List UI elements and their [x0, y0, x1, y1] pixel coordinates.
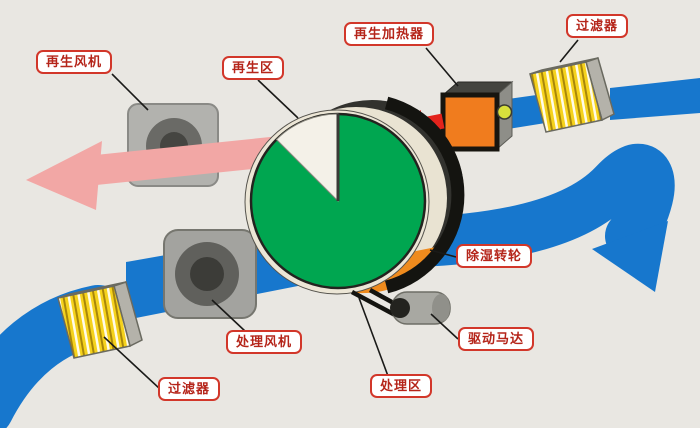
- label-processing-fan: 处理风机: [226, 330, 303, 355]
- leader-line: [425, 47, 459, 87]
- filter-top-graphic: [529, 57, 615, 133]
- leader-line: [429, 249, 457, 258]
- heater-front-face: [440, 92, 500, 152]
- supply-air-arrowhead: [592, 221, 668, 292]
- label-drive-motor: 驱动马达: [458, 327, 535, 352]
- supply-air-swoosh: [393, 143, 675, 292]
- motor-pulley: [390, 298, 410, 318]
- leader-line: [358, 297, 389, 377]
- label-filter-top: 过滤器: [566, 14, 629, 39]
- regeneration-heater-graphic: [440, 80, 514, 152]
- leader-line: [559, 39, 579, 63]
- wheel-drive-belt: [384, 96, 465, 294]
- dehumidification-wheel-graphic: [244, 96, 465, 295]
- filter-bottom-pleated-face: [57, 285, 131, 359]
- label-filter-bottom: 过滤器: [158, 377, 221, 402]
- leader-line: [103, 336, 161, 390]
- label-dehumidification-wheel: 除湿转轮: [456, 244, 533, 269]
- leader-line: [211, 299, 247, 333]
- label-processing-zone: 处理区: [370, 374, 433, 399]
- leader-lines: [103, 39, 579, 390]
- filter-bottom-graphic: [57, 281, 143, 359]
- leader-line: [430, 313, 459, 340]
- filter-top-pleated-face: [529, 61, 603, 133]
- label-regeneration-zone: 再生区: [222, 56, 285, 81]
- leader-line: [111, 73, 149, 111]
- label-regeneration-heater: 再生加热器: [344, 22, 435, 47]
- processing-fan-graphic: [163, 229, 257, 319]
- heater-indicator-light: [496, 104, 513, 120]
- label-regeneration-fan: 再生风机: [36, 50, 113, 75]
- leader-line: [257, 79, 299, 119]
- drive-motor-graphic: [350, 288, 451, 325]
